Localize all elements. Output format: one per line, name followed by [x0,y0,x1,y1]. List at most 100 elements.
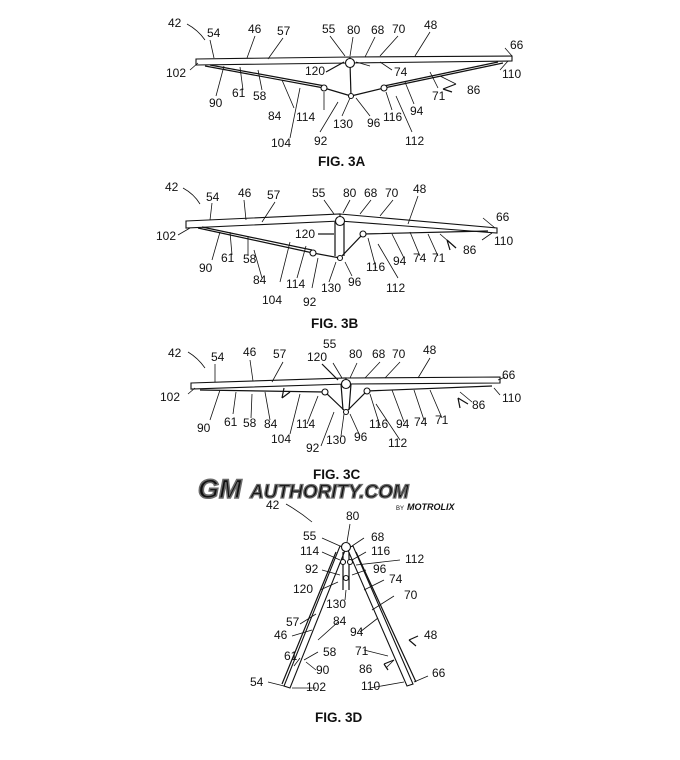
fig3a-label-66: 66 [510,38,524,52]
fig3a-right-strut-inner [383,61,499,87]
fig3b-label-84: 84 [253,273,267,287]
fig3b-label-58: 58 [243,252,257,266]
fig3b-label-112: 112 [386,281,405,295]
fig3a-label-46: 46 [248,22,262,36]
fig3a-label-102: 102 [166,66,186,80]
watermark-brand-gm: GM [198,474,242,504]
fig3c-left-panel [190,377,347,390]
fig3b-label-66: 66 [496,210,510,224]
fig3d-label-130: 130 [326,597,346,611]
fig3a-label-86: 86 [467,83,481,97]
figure-3b: 42 54 46 57 55 80 68 70 48 66 102 120 11… [156,180,513,331]
fig3c-label-46: 46 [243,345,257,359]
fig3b-center-link [334,222,345,256]
fig3c-label-114: 114 [296,417,315,431]
fig3b-left-strut [197,227,341,259]
fig3a-label-114: 114 [296,110,315,124]
fig3a-label-57: 57 [277,24,291,38]
figure-3d: 42 80 55 68 114 116 112 92 96 74 120 70 … [250,498,446,725]
fig3d-label-92: 92 [305,562,319,576]
fig3b-label-104: 104 [262,293,282,307]
fig3b-label-92: 92 [303,295,317,309]
fig3d-label-66: 66 [432,666,446,680]
fig3a-hinge-80 [344,57,356,69]
fig3d-hinge-80 [340,541,352,553]
fig3a-pivot-114 [320,84,328,92]
fig3a-label-61: 61 [232,86,246,100]
fig3c-label-54: 54 [211,350,225,364]
fig3d-pivot-116 [346,558,354,566]
fig3d-label-61: 61 [284,649,298,663]
fig3c-label-74: 74 [414,415,428,429]
fig3c-hinge-80 [340,378,352,390]
fig3b-label-96: 96 [348,275,362,289]
fig3d-label-102: 102 [306,680,326,694]
fig3c-label-104: 104 [271,432,291,446]
fig3d-label-57: 57 [286,615,300,629]
fig3d-label-90: 90 [316,663,330,677]
fig3b-label-70: 70 [385,186,399,200]
fig3a-label-70: 70 [392,22,406,36]
figure-3a: 42 54 46 57 55 80 68 70 48 66 102 120 74… [166,16,524,169]
fig3c-label-116: 116 [369,417,388,431]
fig3d-arrow-48 [408,635,419,647]
fig3d-label-71: 71 [355,644,369,658]
fig3c-label-96: 96 [354,430,368,444]
fig3b-label-57: 57 [267,188,281,202]
fig3b-label-94: 94 [393,254,407,268]
fig3b-pivot-114 [309,249,317,257]
fig3b-left-strut-inner [201,226,313,251]
fig3a-right-panel [349,55,513,64]
fig3a-label-110: 110 [502,67,521,81]
fig3d-label-42: 42 [266,498,280,512]
fig3d-pivot-96 [342,574,350,582]
fig3a-leader-42 [186,23,206,41]
fig3d-caption: FIG. 3D [315,710,363,725]
fig3a-leader-120 [325,61,345,73]
fig3d-center-link [342,552,350,590]
fig3d-label-55: 55 [303,529,317,543]
fig3b-label-120: 120 [295,227,315,241]
fig3b-arrow-86 [446,239,457,251]
fig3c-label-61: 61 [224,415,238,429]
fig3c-pivot-114 [321,388,329,396]
fig3a-pivot-116 [380,84,388,92]
fig3c-label-130: 130 [326,433,346,447]
fig3c-label-84: 84 [264,417,278,431]
fig3b-right-panel [339,213,498,234]
fig3a-label-68: 68 [371,23,385,37]
fig3b-label-114: 114 [286,277,305,291]
fig3a-label-96: 96 [367,116,381,130]
fig3d-label-114: 114 [300,544,319,558]
fig3c-label-112: 112 [388,436,407,450]
fig3a-left-strut-inner [209,64,326,87]
fig3b-label-46: 46 [238,186,252,200]
fig3a-label-58: 58 [253,89,267,103]
fig3c-label-55: 55 [323,337,337,351]
fig3d-label-70: 70 [404,588,418,602]
fig3d-pivot-114 [339,558,347,566]
watermark-brand-rest: AUTHORITY.COM [249,482,410,503]
fig3b-pivot-96 [336,254,344,262]
fig3a-pivot-96 [347,92,355,100]
fig3c-label-92: 92 [306,441,320,455]
fig3b-label-80: 80 [343,186,357,200]
fig3d-label-110: 110 [361,679,380,693]
watermark-by: BY [396,506,404,512]
fig3a-label-55: 55 [322,22,336,36]
fig3c-label-42: 42 [168,346,182,360]
fig3c-label-80: 80 [349,347,363,361]
fig3a-label-130: 130 [333,117,353,131]
fig3c-label-70: 70 [392,347,406,361]
fig3d-label-58: 58 [323,645,337,659]
fig3c-arrow-84 [281,387,291,399]
fig3c-label-90: 90 [197,421,211,435]
fig3b-label-61: 61 [221,251,235,265]
fig3a-label-84: 84 [268,109,282,123]
fig3a-label-54: 54 [207,26,221,40]
fig3a-label-116: 116 [383,110,402,124]
fig3b-pivot-116 [359,230,367,238]
fig3b-caption: FIG. 3B [311,316,359,331]
fig3b-label-90: 90 [199,261,213,275]
fig3c-center-link [340,383,352,411]
